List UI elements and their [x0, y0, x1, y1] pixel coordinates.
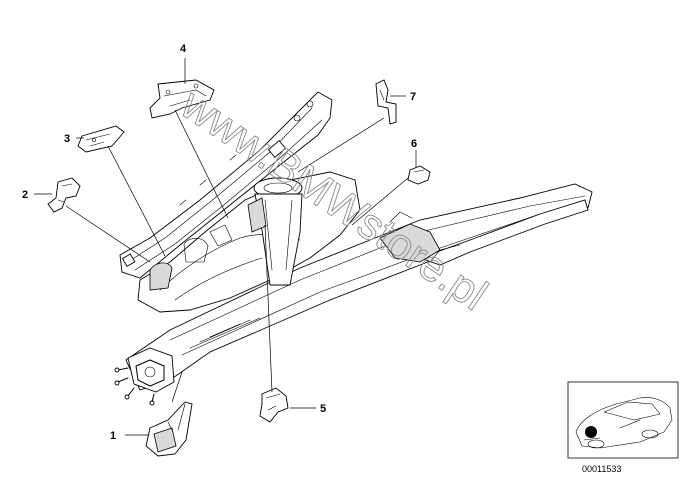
callout-6: 6 — [411, 138, 417, 150]
callout-4: 4 — [180, 43, 187, 55]
part-3-plate — [77, 125, 125, 153]
part-4-bracket — [149, 79, 215, 119]
part-2-bracket — [47, 177, 81, 213]
callout-2: 2 — [22, 189, 28, 201]
callout-1: 1 — [110, 430, 116, 442]
callout-3: 3 — [64, 133, 70, 145]
part-6-clip — [407, 165, 431, 185]
front-frame-assembly — [114, 91, 593, 406]
leader-lines — [34, 58, 417, 436]
vehicle-thumbnail — [567, 381, 679, 459]
diagram-id: 00011533 — [582, 464, 621, 474]
callout-5: 5 — [320, 403, 326, 415]
callout-labels: 1 2 3 4 5 6 7 — [22, 43, 417, 442]
part-5-bracket — [259, 387, 289, 423]
part-7-bracket — [375, 79, 397, 125]
part-1-bracket — [145, 401, 193, 457]
location-marker — [585, 426, 597, 438]
callout-7: 7 — [410, 91, 416, 103]
